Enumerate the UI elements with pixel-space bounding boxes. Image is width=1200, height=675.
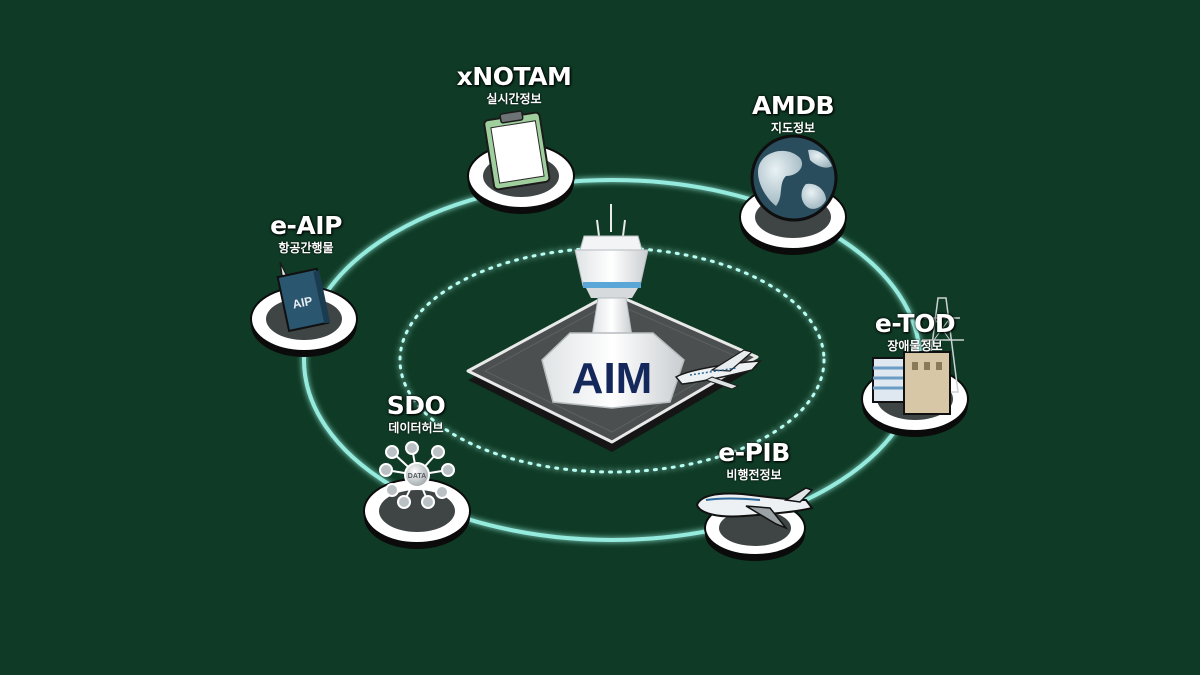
- node-eaip-subtitle: 항공간행물: [278, 241, 334, 255]
- data-hub-icon: [379, 441, 455, 509]
- node-eaip-label: e-AIP 항공간행물: [270, 212, 342, 256]
- node-epib[interactable]: [695, 487, 814, 561]
- node-xnotam-title: xNOTAM: [456, 62, 572, 91]
- data-hub-text: DATA: [408, 473, 426, 480]
- node-etod[interactable]: [861, 297, 969, 437]
- book-icon-text: AIP: [291, 294, 313, 312]
- node-sdo-title: SDO: [386, 391, 446, 420]
- node-sdo-label: SDO 데이터허브: [387, 392, 446, 436]
- book-icon: AIP: [276, 261, 331, 333]
- node-etod-subtitle: 장애물정보: [887, 339, 943, 353]
- globe-icon: [750, 134, 838, 222]
- node-xnotam-label: xNOTAM 실시간정보: [457, 63, 572, 107]
- node-sdo[interactable]: DATA: [363, 441, 471, 549]
- inner-orbit-ring: [398, 246, 826, 474]
- node-eaip[interactable]: AIP: [250, 261, 358, 357]
- node-etod-title: e-TOD: [874, 309, 956, 338]
- control-tower-icon: [541, 204, 685, 409]
- node-eaip-title: e-AIP: [270, 211, 342, 240]
- node-amdb-title: AMDB: [751, 91, 835, 120]
- node-amdb-subtitle: 지도정보: [770, 121, 816, 135]
- node-sdo-subtitle: 데이터허브: [388, 421, 444, 435]
- airplane-icon: [695, 487, 814, 530]
- aim-title: AIM: [572, 354, 653, 403]
- node-amdb[interactable]: [739, 134, 847, 255]
- buildings-icon: [872, 351, 951, 415]
- node-amdb-label: AMDB 지도정보: [751, 91, 835, 136]
- node-epib-subtitle: 비행전정보: [726, 468, 782, 482]
- platform-airplane-icon: [674, 349, 762, 390]
- clipboard-icon: [483, 110, 551, 191]
- node-epib-label: e-PIB 비행전정보: [718, 439, 790, 483]
- node-xnotam-subtitle: 실시간정보: [486, 92, 542, 106]
- node-xnotam[interactable]: [467, 108, 575, 214]
- node-etod-label: e-TOD 장애물정보: [874, 309, 956, 354]
- node-epib-title: e-PIB: [718, 438, 790, 467]
